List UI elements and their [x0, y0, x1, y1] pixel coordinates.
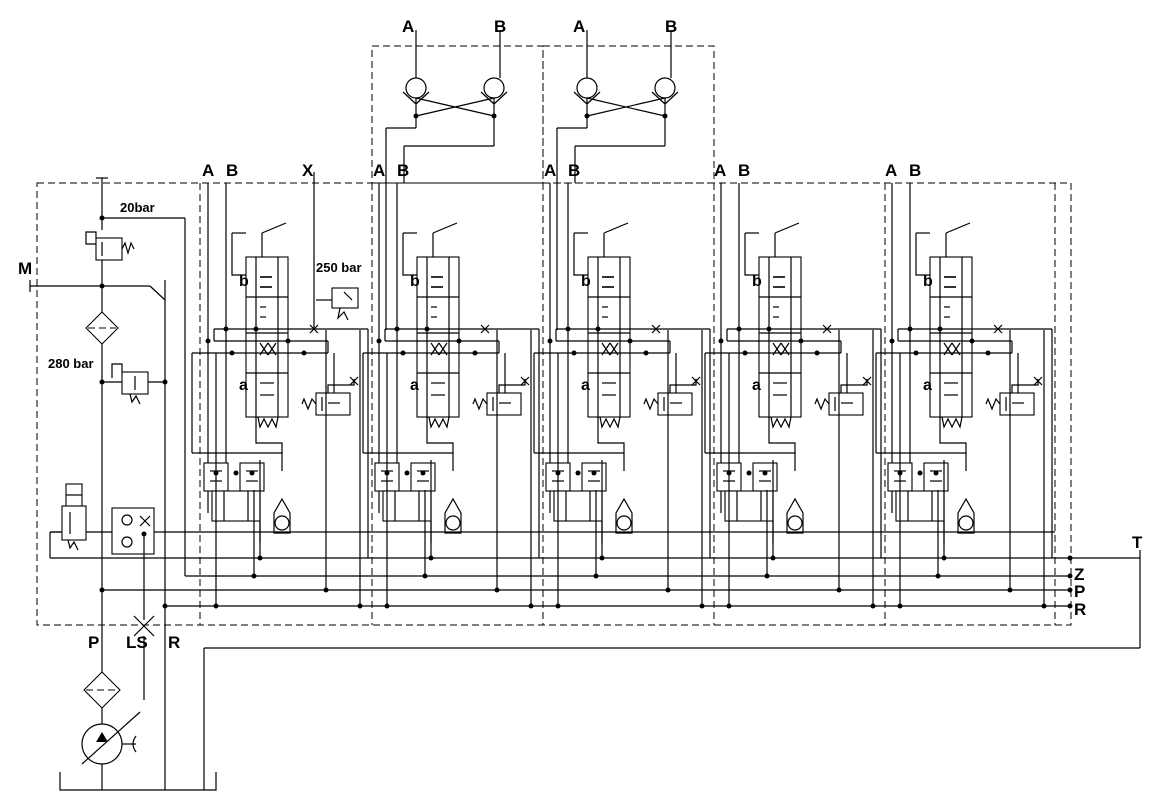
check-valve-pair-2: [556, 30, 679, 330]
section4-port-b: B: [738, 161, 750, 180]
port-ls-bottom-label: LS: [126, 633, 148, 652]
section1-port-a: A: [202, 161, 214, 180]
port-z-label: Z: [1074, 565, 1084, 584]
motor-port-labels: A B A B: [402, 17, 677, 36]
section-drops: [215, 330, 1045, 606]
port-t-label: T: [1132, 533, 1143, 552]
svg-text:b: b: [581, 273, 591, 290]
port-x-label: X: [302, 161, 314, 180]
pressure-250-label: 250 bar: [316, 260, 362, 275]
motor2-port-b: B: [665, 17, 677, 36]
section5-port-a: A: [885, 161, 897, 180]
port-r-bottom-label: R: [168, 633, 180, 652]
section5-port-b: B: [909, 161, 921, 180]
port-p-bottom-label: P: [88, 633, 99, 652]
valve-block-housing: [36, 45, 1072, 626]
section2-port-a: A: [373, 161, 385, 180]
valve-section-3: [533, 182, 711, 559]
section3-port-a: A: [544, 161, 556, 180]
pressure-280-label: 280 bar: [48, 356, 94, 371]
valve-section-5: [875, 182, 1053, 559]
port-r-label: R: [1074, 600, 1086, 619]
port-m-label: M: [18, 259, 32, 278]
section2-port-b: B: [397, 161, 409, 180]
supply-headers: [49, 217, 1140, 609]
pressure-20-label: 20bar: [120, 200, 155, 215]
motor2-port-a: A: [573, 17, 585, 36]
svg-text:a: a: [581, 377, 590, 394]
valve-section-4: [704, 182, 882, 559]
check-valve-pair-1: [385, 30, 508, 330]
inlet-section: 20bar M 280 bar: [18, 177, 168, 620]
pump-assembly: P LS R: [59, 590, 217, 791]
port-p-label: P: [1074, 582, 1085, 601]
spool-labels: b a b a b a b a b a: [239, 273, 933, 394]
svg-text:a: a: [923, 377, 932, 394]
svg-text:b: b: [752, 273, 762, 290]
section3-port-b: B: [568, 161, 580, 180]
header-junction-dots: [213, 555, 1047, 609]
motor1-port-a: A: [402, 17, 414, 36]
svg-text:b: b: [410, 273, 420, 290]
section4-port-a: A: [714, 161, 726, 180]
svg-text:a: a: [752, 377, 761, 394]
svg-text:b: b: [239, 273, 249, 290]
section-port-labels: A B X A B A B A B A B: [202, 161, 921, 180]
x-port-relief: 250 bar: [313, 172, 362, 330]
valve-section-2: [362, 182, 540, 559]
motor1-port-b: B: [494, 17, 506, 36]
right-port-labels: T Z P R: [203, 533, 1143, 790]
valve-section-1: [191, 182, 369, 559]
svg-text:b: b: [923, 273, 933, 290]
section1-port-b: B: [226, 161, 238, 180]
svg-text:a: a: [239, 377, 248, 394]
svg-text:a: a: [410, 377, 419, 394]
